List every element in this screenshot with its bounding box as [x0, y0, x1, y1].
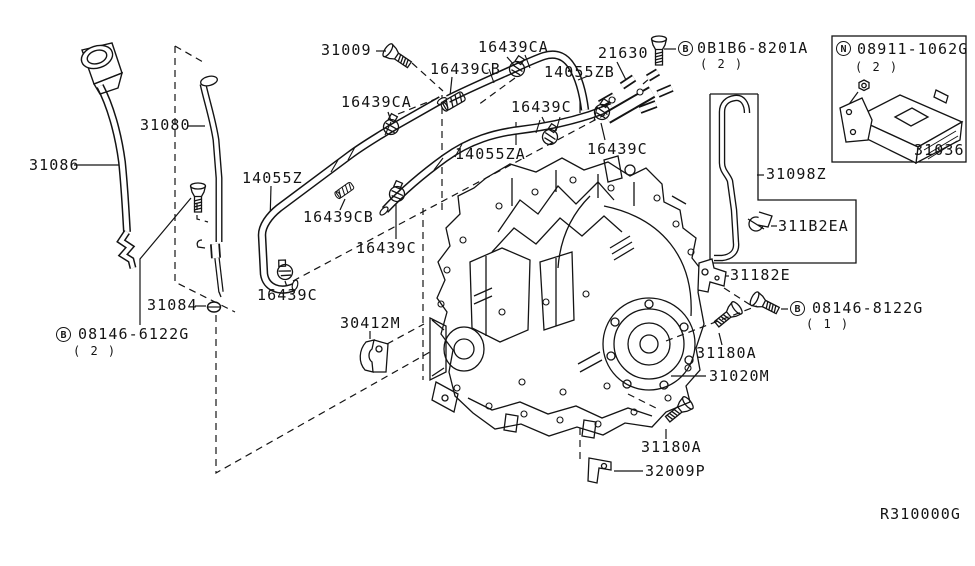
nut-08911 — [858, 79, 870, 92]
filler-tube-31086 — [80, 42, 137, 269]
part-label-30412M[interactable]: 30412M — [340, 314, 401, 332]
part-label-16439CA[interactable]: 16439CA — [478, 38, 549, 56]
diagram-ref-code: R310000G — [880, 505, 962, 523]
prefix-circle-B: B — [790, 301, 805, 316]
part-label-31020M[interactable]: 31020M — [709, 367, 770, 385]
part-label-16439CB[interactable]: 16439CB — [430, 60, 501, 78]
bracket-32009P — [587, 457, 612, 484]
qty-label: ( 2 ) — [855, 60, 899, 74]
part-label-14055Z[interactable]: 14055Z — [242, 169, 303, 187]
bracket-30412M — [359, 339, 389, 373]
clip-311B2EA — [747, 211, 773, 232]
part-label-16439C[interactable]: 16439C — [356, 239, 417, 257]
hose-14055ZB — [446, 50, 590, 111]
part-label-31182E[interactable]: 31182E — [730, 266, 791, 284]
inset-boxes — [709, 35, 967, 264]
part-label-16439C[interactable]: 16439C — [511, 98, 572, 116]
pipe-assembly-21630 — [598, 68, 674, 124]
part-label-31036[interactable]: 31036 — [914, 141, 965, 159]
transaxle-assembly-31020M — [429, 155, 705, 439]
control-module-31036 — [839, 79, 964, 165]
o-ring-31084 — [206, 301, 222, 313]
prefix-circle-B: B — [56, 327, 71, 342]
part-label-31098Z[interactable]: 31098Z — [766, 165, 827, 183]
bolt-31180A-lower — [662, 394, 696, 426]
part-label-08911-1062G[interactable]: 08911-1062G — [857, 40, 969, 58]
part-label-31009[interactable]: 31009 — [321, 41, 372, 59]
leader-lines — [74, 48, 938, 472]
part-label-31180A[interactable]: 31180A — [696, 344, 757, 362]
bolt-0B1B6-8201A — [650, 35, 668, 66]
part-label-311B2EA[interactable]: 311B2EA — [778, 217, 849, 235]
clamp-16439C-4 — [273, 256, 295, 282]
formed-hose-31098Z — [714, 94, 751, 262]
part-label-21630[interactable]: 21630 — [598, 44, 649, 62]
part-label-16439CA[interactable]: 16439CA — [341, 93, 412, 111]
bolt-31180A-upper — [711, 299, 745, 331]
bolt-08146-6122G — [189, 182, 207, 213]
part-label-31086[interactable]: 31086 — [29, 156, 80, 174]
bolt-31009 — [380, 41, 415, 72]
hose-14055Z — [257, 96, 448, 294]
part-label-08146-8122G[interactable]: 08146-8122G — [812, 299, 924, 317]
part-label-0B1B6-8201A[interactable]: 0B1B6-8201A — [697, 39, 809, 57]
part-label-14055ZA[interactable]: 14055ZA — [455, 145, 526, 163]
prefix-circle-B: B — [678, 41, 693, 56]
hose-14055ZA — [379, 103, 614, 216]
bolt-08146-8122G — [747, 290, 782, 318]
part-label-32009P[interactable]: 32009P — [645, 462, 706, 480]
qty-label: ( 2 ) — [73, 344, 117, 358]
qty-label: ( 2 ) — [700, 57, 744, 71]
connector-16439CB-2 — [333, 181, 356, 201]
prefix-circle-N: N — [836, 41, 851, 56]
part-label-08146-6122G[interactable]: 08146-6122G — [78, 325, 190, 343]
part-label-16439CB[interactable]: 16439CB — [303, 208, 374, 226]
hose-inset-box — [709, 93, 857, 264]
part-label-14055ZB[interactable]: 14055ZB — [544, 63, 615, 81]
dipstick-tube-31080 — [196, 75, 224, 313]
part-label-16439C[interactable]: 16439C — [587, 140, 648, 158]
part-label-16439C[interactable]: 16439C — [257, 286, 318, 304]
bracket-31182E — [697, 258, 727, 293]
construction-lines — [174, 45, 758, 475]
part-label-31180A[interactable]: 31180A — [641, 438, 702, 456]
module-inset-box — [831, 35, 967, 163]
part-label-31084[interactable]: 31084 — [147, 296, 198, 314]
part-label-31080[interactable]: 31080 — [140, 116, 191, 134]
qty-label: ( 1 ) — [806, 317, 850, 331]
